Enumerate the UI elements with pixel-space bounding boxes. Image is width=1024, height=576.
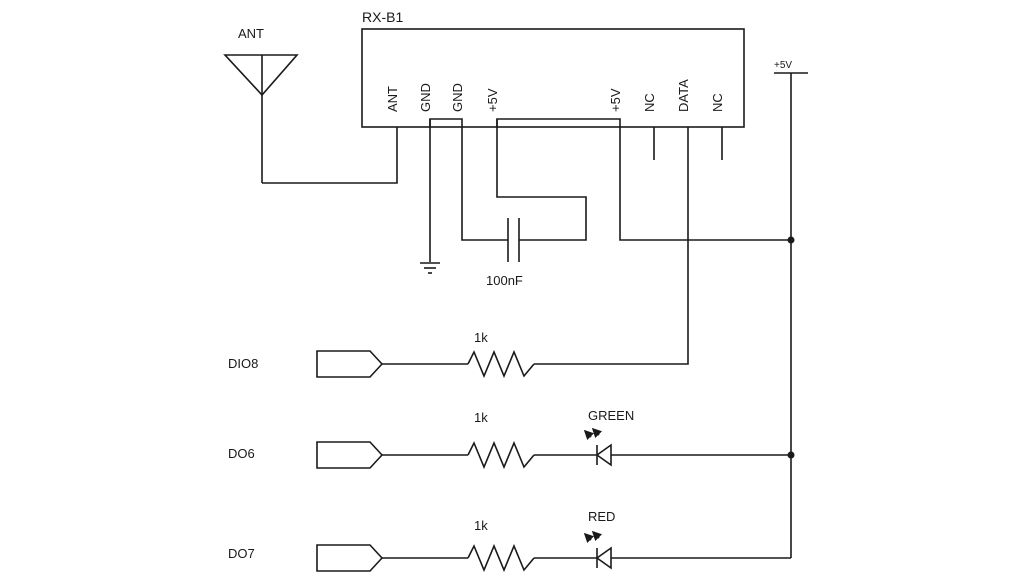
wire-gnd-bridge xyxy=(429,118,463,127)
wire-data xyxy=(534,127,689,365)
pin-label-gnd-1: GND xyxy=(418,83,433,112)
pin-label-5v-1: +5V xyxy=(485,88,500,112)
connector-dio8-icon xyxy=(316,350,384,378)
rx-b1-module: RX-B1 ANT GND GND +5V +5V NC DATA NC xyxy=(361,9,745,128)
wire-ant-to-module xyxy=(262,127,398,184)
resistor-r2-icon xyxy=(467,440,535,470)
wire-cap-to-5v xyxy=(496,118,621,241)
pin-label-nc-2: NC xyxy=(710,93,725,112)
connector-do7-icon xyxy=(316,544,384,572)
resistor-r1-icon xyxy=(467,349,535,379)
resistor-r2-label: 1k xyxy=(474,410,488,425)
capacitor-network: 100nF xyxy=(461,118,621,288)
resistor-r3-label: 1k xyxy=(474,518,488,533)
pin-label-nc-1: NC xyxy=(642,93,657,112)
antenna: ANT xyxy=(223,26,398,184)
wire-5v-to-rail xyxy=(619,127,791,241)
module-body xyxy=(361,28,745,128)
row-do7: DO7 1k RED xyxy=(228,509,791,573)
ground-network xyxy=(420,118,463,274)
capacitor-label: 100nF xyxy=(486,273,523,288)
pin-label-5v-2: +5V xyxy=(608,88,623,112)
led-green-label: GREEN xyxy=(588,408,634,423)
ground-icon xyxy=(420,262,440,274)
resistor-r3-icon xyxy=(467,543,535,573)
pin-label-data: DATA xyxy=(676,79,691,112)
connector-label-do6: DO6 xyxy=(228,446,255,461)
junction-dot-top xyxy=(787,236,795,244)
antenna-label: ANT xyxy=(238,26,264,41)
connector-label-dio8: DIO8 xyxy=(228,356,258,371)
pin-label-gnd-2: GND xyxy=(450,83,465,112)
row-dio8: DIO8 1k xyxy=(228,127,689,379)
led-red-icon xyxy=(583,530,612,570)
wire-gnd-to-cap xyxy=(461,127,508,241)
connector-label-do7: DO7 xyxy=(228,546,255,561)
module-title: RX-B1 xyxy=(362,9,403,25)
antenna-symbol-icon xyxy=(223,54,299,97)
row-do6: DO6 1k GREEN xyxy=(228,408,791,470)
resistor-r1-label: 1k xyxy=(474,330,488,345)
connector-do6-icon xyxy=(316,441,384,469)
power-label: +5V xyxy=(774,60,792,71)
pin-label-ant: ANT xyxy=(385,86,400,112)
led-green-icon xyxy=(583,427,612,467)
led-red-label: RED xyxy=(588,509,615,524)
power-rail: +5V xyxy=(619,60,808,558)
